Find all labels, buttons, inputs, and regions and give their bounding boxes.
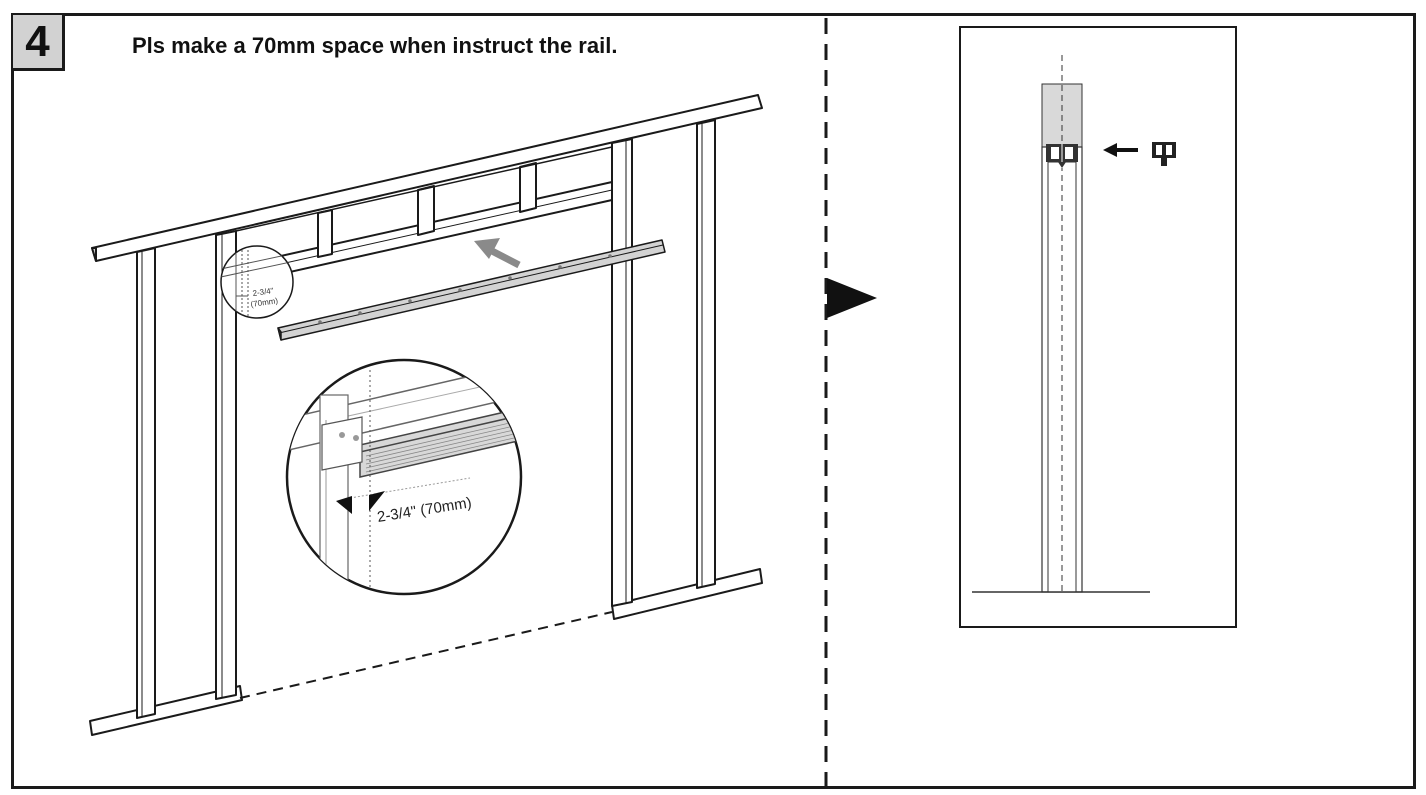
section-view <box>959 26 1237 628</box>
stud-right-outer <box>696 119 716 589</box>
sliding-rail <box>277 239 666 341</box>
small-detail-dimension-line2: (70mm) <box>250 296 279 309</box>
step-number-badge: 4 <box>13 15 65 71</box>
stud-left-outer <box>136 247 156 719</box>
roller-hanger-icon <box>1152 142 1176 166</box>
floor-line <box>239 611 613 699</box>
step-number: 4 <box>25 16 50 66</box>
dimension-arrow-right <box>369 491 385 511</box>
instruction-title: Pls make a 70mm space when instruct the … <box>132 33 618 58</box>
diagram-frame <box>11 13 1416 789</box>
wall-framing <box>89 94 763 736</box>
bottom-plate-right <box>611 568 763 620</box>
next-step-triangle-icon <box>827 278 877 318</box>
stud-left-inner <box>215 230 237 700</box>
small-detail-dimension-line1: 2-3/4" <box>252 286 274 298</box>
hanger-arrow-icon <box>1103 143 1138 157</box>
dimension-arrow-left <box>336 496 352 514</box>
zoom-detail-callout: 2-3/4" (70mm) <box>285 358 523 596</box>
direction-arrow-icon <box>474 238 521 269</box>
bottom-plate-left <box>89 685 243 736</box>
stud-right-inner <box>611 138 633 607</box>
